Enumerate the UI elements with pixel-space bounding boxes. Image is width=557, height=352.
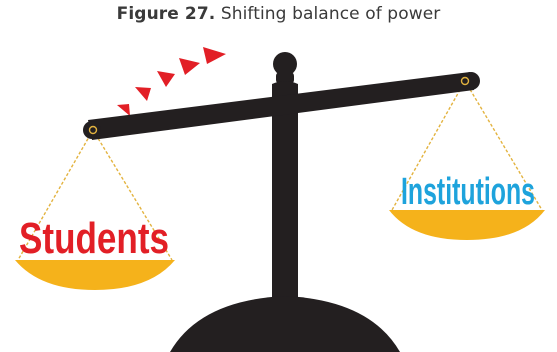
right-pan: Institutions <box>389 171 545 240</box>
figure-number: Figure 27. <box>116 4 216 24</box>
institutions-label: Institutions <box>401 171 535 213</box>
scale-beam <box>83 72 480 140</box>
scale-post <box>170 52 400 352</box>
figure-caption: Figure 27. Shifting balance of power <box>0 4 557 24</box>
figure-title: Shifting balance of power <box>220 4 441 24</box>
left-chains <box>17 129 173 261</box>
students-label: Students <box>19 214 169 263</box>
right-chains <box>391 80 543 211</box>
left-pan: Students <box>15 214 175 290</box>
